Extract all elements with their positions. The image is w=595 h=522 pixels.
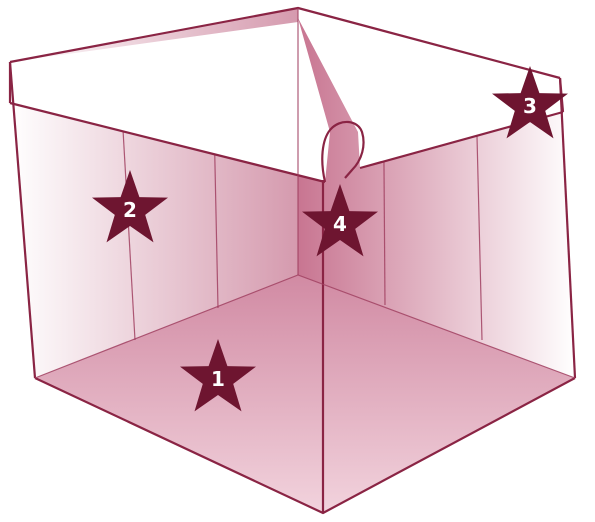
star-marker-label: 3	[523, 94, 537, 118]
star-marker-label: 4	[333, 212, 347, 236]
star-marker-label: 2	[123, 198, 137, 222]
star-marker-label: 1	[211, 367, 225, 391]
